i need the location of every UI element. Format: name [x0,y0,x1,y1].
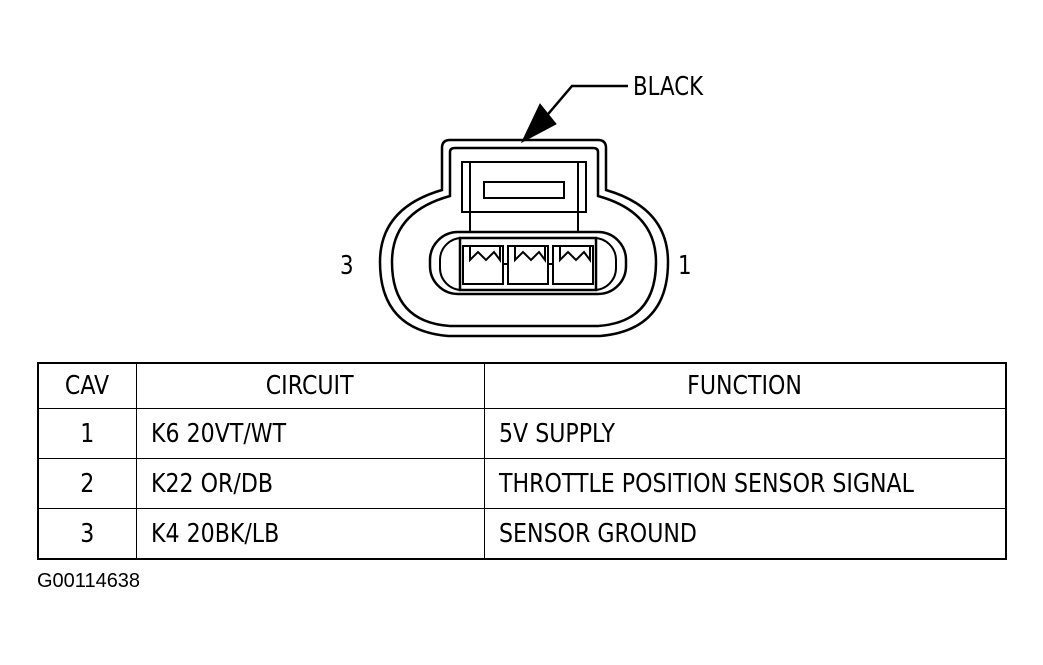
color-callout-label: BLACK [633,72,704,102]
header-circuit: CIRCUIT [135,362,485,409]
cell-function: 5V SUPPLY [483,408,1007,459]
cavity-3 [462,245,504,285]
connector-diagram [378,84,670,338]
cavity-1 [548,245,594,285]
table-header-row: CAV CIRCUIT FUNCTION [37,362,1007,409]
cell-cav: 1 [37,408,137,459]
connector-housing-outer [378,138,670,338]
cell-cav: 2 [37,458,137,509]
cell-circuit: K6 20VT/WT [135,408,485,459]
cavity-2 [503,245,549,285]
header-cav: CAV [37,362,137,409]
cavity-1-label: 1 [678,251,692,281]
cell-circuit: K22 OR/DB [135,458,485,509]
table-row: 1 K6 20VT/WT 5V SUPPLY [37,408,1007,459]
figure-id: G00114638 [37,570,141,592]
connector-housing-inner [390,146,658,328]
terminal-block [458,236,598,292]
header-function: FUNCTION [483,362,1007,409]
leader-arrow [520,84,628,144]
table-row: 3 K4 20BK/LB SENSOR GROUND [37,508,1007,560]
cell-circuit: K4 20BK/LB [135,508,485,560]
connector-latch [461,161,587,232]
pinout-table: CAV CIRCUIT FUNCTION 1 K6 20VT/WT 5V SUP… [37,362,1007,560]
table-row: 2 K22 OR/DB THROTTLE POSITION SENSOR SIG… [37,458,1007,509]
cavity-3-label: 3 [340,251,354,281]
cell-function: SENSOR GROUND [483,508,1007,560]
terminal-face-outer [428,230,628,296]
cell-cav: 3 [37,508,137,560]
cell-function: THROTTLE POSITION SENSOR SIGNAL [483,458,1007,509]
